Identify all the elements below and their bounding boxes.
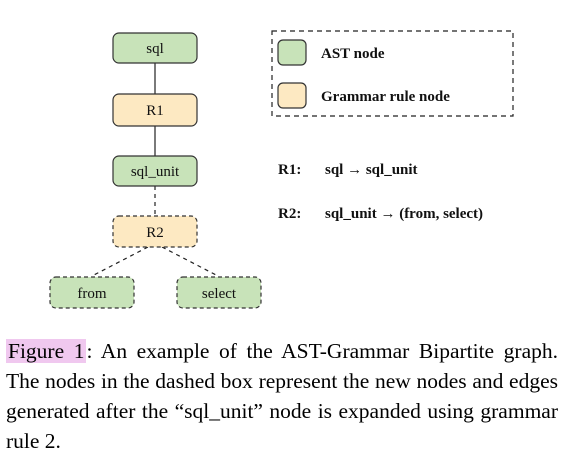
rule-r1-text: sql → sql_unit [325, 162, 418, 178]
node-sql-label: sql [146, 41, 164, 57]
rule-r2-id: R2: [278, 206, 301, 222]
edge-r2-from [91, 246, 149, 277]
caption-text: : An example of the AST-Grammar Bipartit… [6, 339, 558, 453]
node-from: from [49, 276, 135, 309]
node-r1-label: R1 [146, 103, 164, 119]
figure-caption: Figure 1: An example of the AST-Grammar … [6, 336, 558, 456]
node-sql-unit: sql_unit [112, 155, 198, 187]
edge-r2-select [161, 246, 219, 277]
rule-r2-text: sql_unit → (from, select) [325, 206, 483, 222]
node-sql-unit-label: sql_unit [131, 164, 180, 180]
rule-r1: R1: sql → sql_unit [278, 162, 418, 178]
node-r2: R2 [112, 215, 198, 248]
legend-ast-label: AST node [321, 46, 385, 62]
rule-r1-id: R1: [278, 162, 301, 178]
node-select-label: select [202, 286, 237, 302]
legend-grammar-label: Grammar rule node [321, 89, 450, 105]
node-from-label: from [77, 286, 106, 302]
figure-label: Figure 1 [6, 339, 87, 363]
rule-r2: R2: sql_unit → (from, select) [278, 206, 483, 222]
node-r2-label: R2 [146, 225, 164, 241]
bipartite-graph-diagram: sql R1 sql_unit R2 from select AST node … [49, 30, 514, 309]
node-r1: R1 [112, 93, 198, 127]
node-sql: sql [112, 32, 198, 64]
node-select: select [176, 276, 262, 309]
legend-grammar-swatch [277, 82, 307, 109]
legend-ast-swatch [277, 39, 307, 66]
legend: AST node Grammar rule node [271, 30, 514, 117]
